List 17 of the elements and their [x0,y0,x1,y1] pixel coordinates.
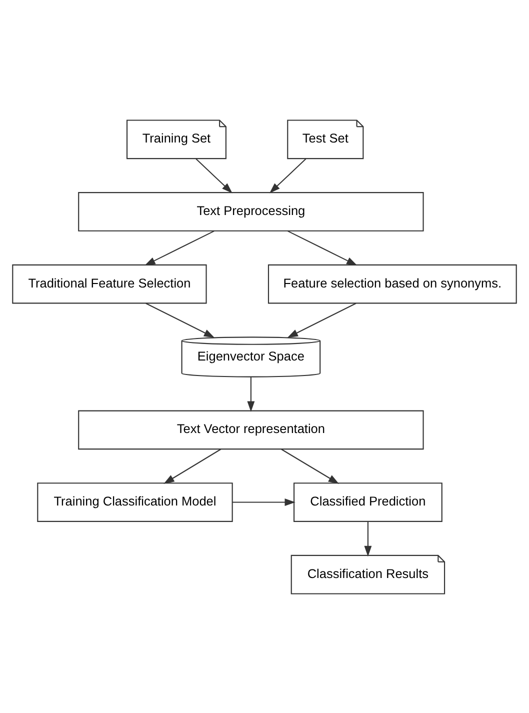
arrow [287,302,356,338]
arrow [288,230,358,266]
arrow [247,376,255,412]
arrow [232,498,296,506]
arrow [364,521,372,556]
arrow [269,158,306,193]
node-box: Traditional Feature Selection [12,264,207,304]
arrow [164,448,222,484]
node-box: Text Preprocessing [78,192,424,231]
node-box: Classified Prediction [293,482,442,522]
node-box: Text Vector representation [78,410,424,450]
arrow [196,158,232,193]
node-box: Training Classification Model [37,482,233,522]
arrow [146,302,215,338]
node-box: Feature selection based on synonyms. [268,264,517,304]
arrow [281,448,340,484]
arrow [144,230,214,266]
